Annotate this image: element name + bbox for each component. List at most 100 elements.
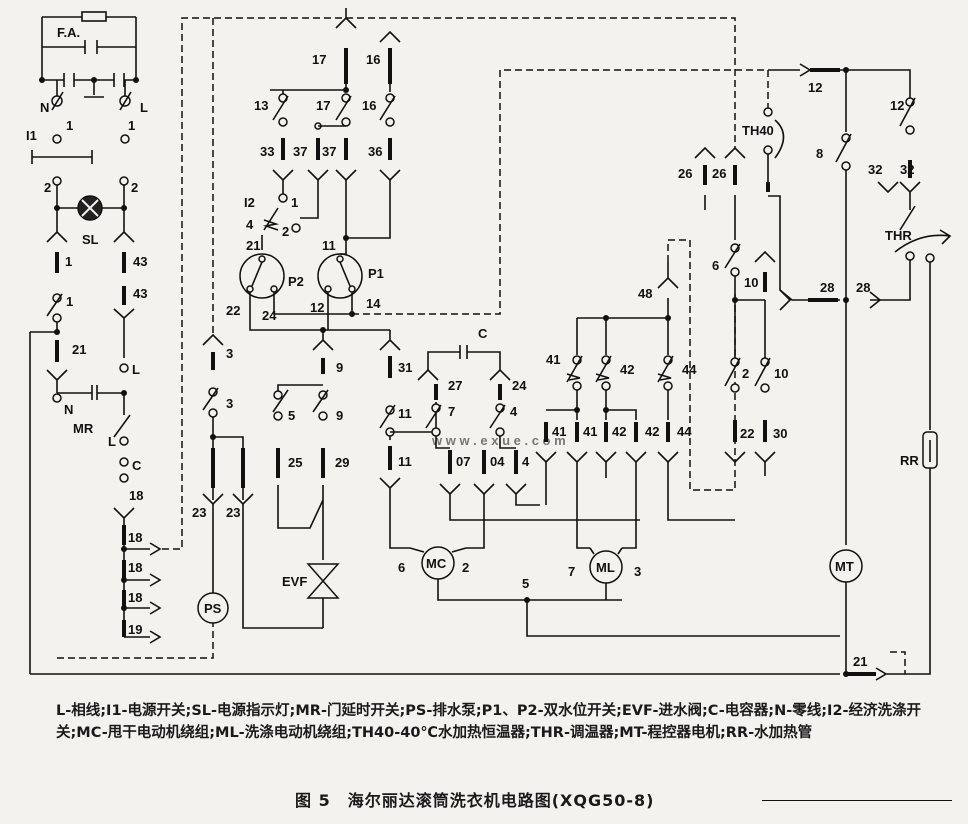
svg-text:23: 23 <box>226 505 240 520</box>
svg-text:18: 18 <box>128 530 142 545</box>
fa-fuse <box>81 11 107 22</box>
svg-text:18: 18 <box>128 590 142 605</box>
svg-text:2: 2 <box>462 560 469 575</box>
thr-label: THR <box>885 228 912 243</box>
svg-text:4: 4 <box>246 217 254 232</box>
svg-text:19: 19 <box>128 622 142 637</box>
svg-text:32: 32 <box>900 162 914 177</box>
svg-text:3: 3 <box>226 346 233 361</box>
svg-text:1: 1 <box>65 254 72 269</box>
evf-inlet-valve <box>306 563 340 599</box>
svg-text:14: 14 <box>366 296 381 311</box>
svg-text:07: 07 <box>456 454 470 469</box>
svg-text:31: 31 <box>398 360 412 375</box>
drain-pump-section: 3 3 23 23 PS <box>192 18 323 629</box>
svg-text:28: 28 <box>820 280 834 295</box>
svg-text:43: 43 <box>133 286 147 301</box>
svg-text:11: 11 <box>398 454 412 469</box>
svg-text:42: 42 <box>645 424 659 439</box>
svg-text:12: 12 <box>808 80 822 95</box>
rr-label: RR <box>900 453 919 468</box>
svg-text:29: 29 <box>335 455 349 470</box>
svg-text:5: 5 <box>288 408 295 423</box>
svg-text:21: 21 <box>853 654 867 669</box>
svg-text:4: 4 <box>522 454 530 469</box>
svg-text:37: 37 <box>293 144 307 159</box>
svg-text:w w w . e x u e . c o m: w w w . e x u e . c o m <box>431 433 566 448</box>
evf-label: EVF <box>282 574 307 589</box>
l-label: L <box>140 100 148 115</box>
svg-text:10: 10 <box>744 275 758 290</box>
svg-text:26: 26 <box>712 166 726 181</box>
svg-text:2: 2 <box>44 180 51 195</box>
caption-rule <box>762 800 952 801</box>
figure-caption: 图 5 海尔丽达滚筒洗衣机电路图(XQG50-8) <box>295 791 655 810</box>
svg-text:44: 44 <box>677 424 692 439</box>
svg-text:1: 1 <box>128 118 135 133</box>
svg-text:22: 22 <box>740 426 754 441</box>
n-label: N <box>40 100 49 115</box>
svg-text:04: 04 <box>490 454 505 469</box>
svg-text:37: 37 <box>322 144 336 159</box>
svg-text:9: 9 <box>336 408 343 423</box>
mt-label: MT <box>835 559 854 574</box>
svg-text:27: 27 <box>448 378 462 393</box>
svg-text:12: 12 <box>310 300 324 315</box>
svg-text:30: 30 <box>773 426 787 441</box>
svg-text:32: 32 <box>868 162 882 177</box>
svg-text:26: 26 <box>678 166 692 181</box>
svg-text:16: 16 <box>366 52 380 67</box>
svg-text:C: C <box>132 458 142 473</box>
svg-text:10: 10 <box>774 366 788 381</box>
svg-text:44: 44 <box>682 362 697 377</box>
svg-text:33: 33 <box>260 144 274 159</box>
mr-label: MR <box>73 421 94 436</box>
svg-text:7: 7 <box>568 564 575 579</box>
svg-text:28: 28 <box>856 280 870 295</box>
svg-text:7: 7 <box>448 404 455 419</box>
svg-text:42: 42 <box>620 362 634 377</box>
svg-text:24: 24 <box>512 378 527 393</box>
svg-text:16: 16 <box>362 98 376 113</box>
svg-text:6: 6 <box>712 258 719 273</box>
svg-text:2: 2 <box>282 224 289 239</box>
inlet-valve-section: 9 5 9 25 29 EVF <box>272 330 349 628</box>
ps-label: PS <box>204 601 222 616</box>
svg-text:3: 3 <box>226 396 233 411</box>
legend-text: L-相线;I1-电源开关;SL-电源指示灯;MR-门延时开关;PS-排水泵;P1… <box>56 703 922 741</box>
svg-text:4: 4 <box>510 404 518 419</box>
svg-text:13: 13 <box>254 98 268 113</box>
svg-text:C: C <box>478 326 488 341</box>
ps-drain-pump <box>197 592 229 624</box>
svg-text:25: 25 <box>288 455 302 470</box>
svg-text:22: 22 <box>226 303 240 318</box>
sl-label: SL <box>82 232 99 247</box>
svg-text:11: 11 <box>398 406 412 421</box>
svg-text:5: 5 <box>522 576 529 591</box>
svg-text:41: 41 <box>546 352 560 367</box>
svg-text:23: 23 <box>192 505 206 520</box>
svg-text:43: 43 <box>133 254 147 269</box>
svg-text:3: 3 <box>634 564 641 579</box>
legend: L-相线;I1-电源开关;SL-电源指示灯;MR-门延时开关;PS-排水泵;P1… <box>56 700 946 744</box>
ml-label: ML <box>596 560 615 575</box>
svg-text:L: L <box>108 434 116 449</box>
svg-text:24: 24 <box>262 308 277 323</box>
svg-text:18: 18 <box>128 560 142 575</box>
svg-text:1: 1 <box>66 118 73 133</box>
th40-label: TH40 <box>742 123 774 138</box>
svg-text:1: 1 <box>66 294 73 309</box>
svg-text:L: L <box>132 362 140 377</box>
svg-text:18: 18 <box>129 488 143 503</box>
i1-label: I1 <box>26 128 37 143</box>
svg-text:9: 9 <box>336 360 343 375</box>
svg-text:11: 11 <box>322 238 336 253</box>
svg-text:1: 1 <box>291 195 298 210</box>
